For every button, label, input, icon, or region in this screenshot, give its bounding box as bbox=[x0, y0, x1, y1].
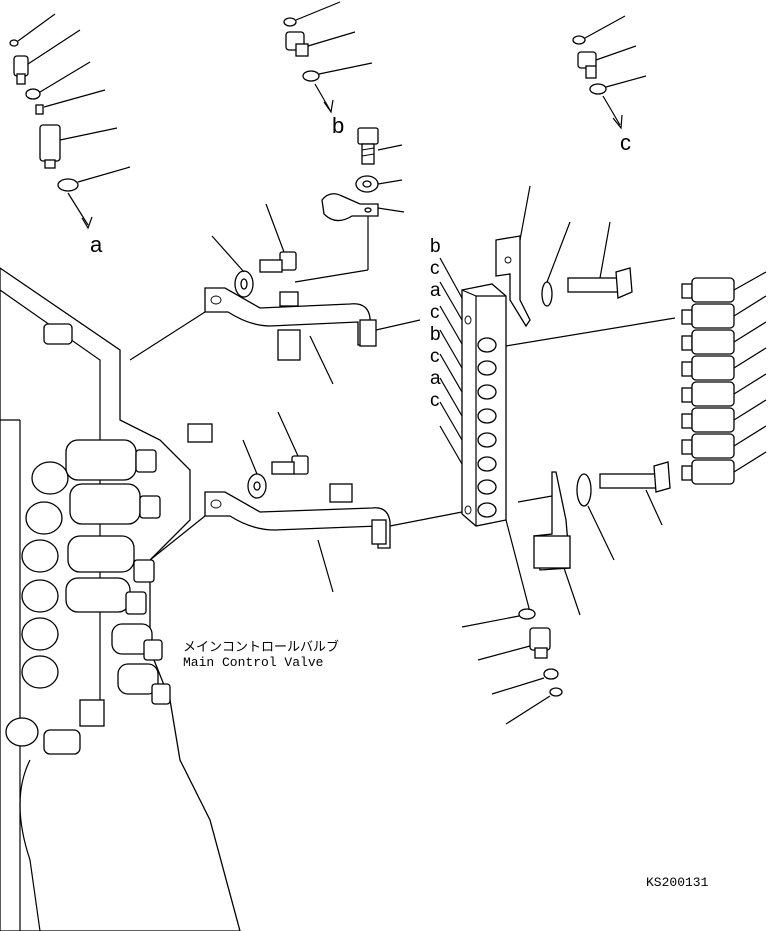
valve-solenoids bbox=[5, 439, 171, 755]
callout-label-c: c bbox=[620, 130, 631, 155]
upper-bracket-assembly bbox=[129, 127, 421, 385]
sequence-label-2: c bbox=[430, 258, 440, 279]
caption-english: Main Control Valve bbox=[183, 655, 323, 670]
sequence-label-4: c bbox=[430, 302, 440, 323]
sensor-connectors bbox=[681, 271, 767, 485]
manifold-block bbox=[461, 283, 676, 613]
port-sequence-arrows bbox=[439, 257, 463, 465]
main-control-valve bbox=[0, 267, 241, 931]
lower-bracket-assembly bbox=[149, 411, 463, 593]
sequence-label-5: b bbox=[430, 324, 441, 345]
right-bracket-upper bbox=[495, 185, 633, 328]
sequence-label-1: b bbox=[430, 236, 441, 257]
fitting-stack-bottom bbox=[461, 608, 563, 725]
sequence-label-8: c bbox=[430, 390, 440, 411]
callout-label-a: a bbox=[90, 232, 103, 257]
drawing-code: KS200131 bbox=[646, 875, 709, 890]
right-bracket-lower bbox=[517, 461, 671, 616]
sequence-label-6: c bbox=[430, 346, 440, 367]
fitting-stack-c bbox=[572, 15, 647, 130]
fitting-stack-a bbox=[9, 13, 131, 230]
sequence-label-7: a bbox=[430, 368, 441, 389]
sequence-label-3: a bbox=[430, 280, 441, 301]
callout-label-b: b bbox=[332, 113, 344, 138]
caption-japanese: メインコントロールバルブ bbox=[183, 639, 339, 655]
fitting-stack-b bbox=[283, 1, 373, 114]
manifold-ports bbox=[477, 337, 497, 518]
